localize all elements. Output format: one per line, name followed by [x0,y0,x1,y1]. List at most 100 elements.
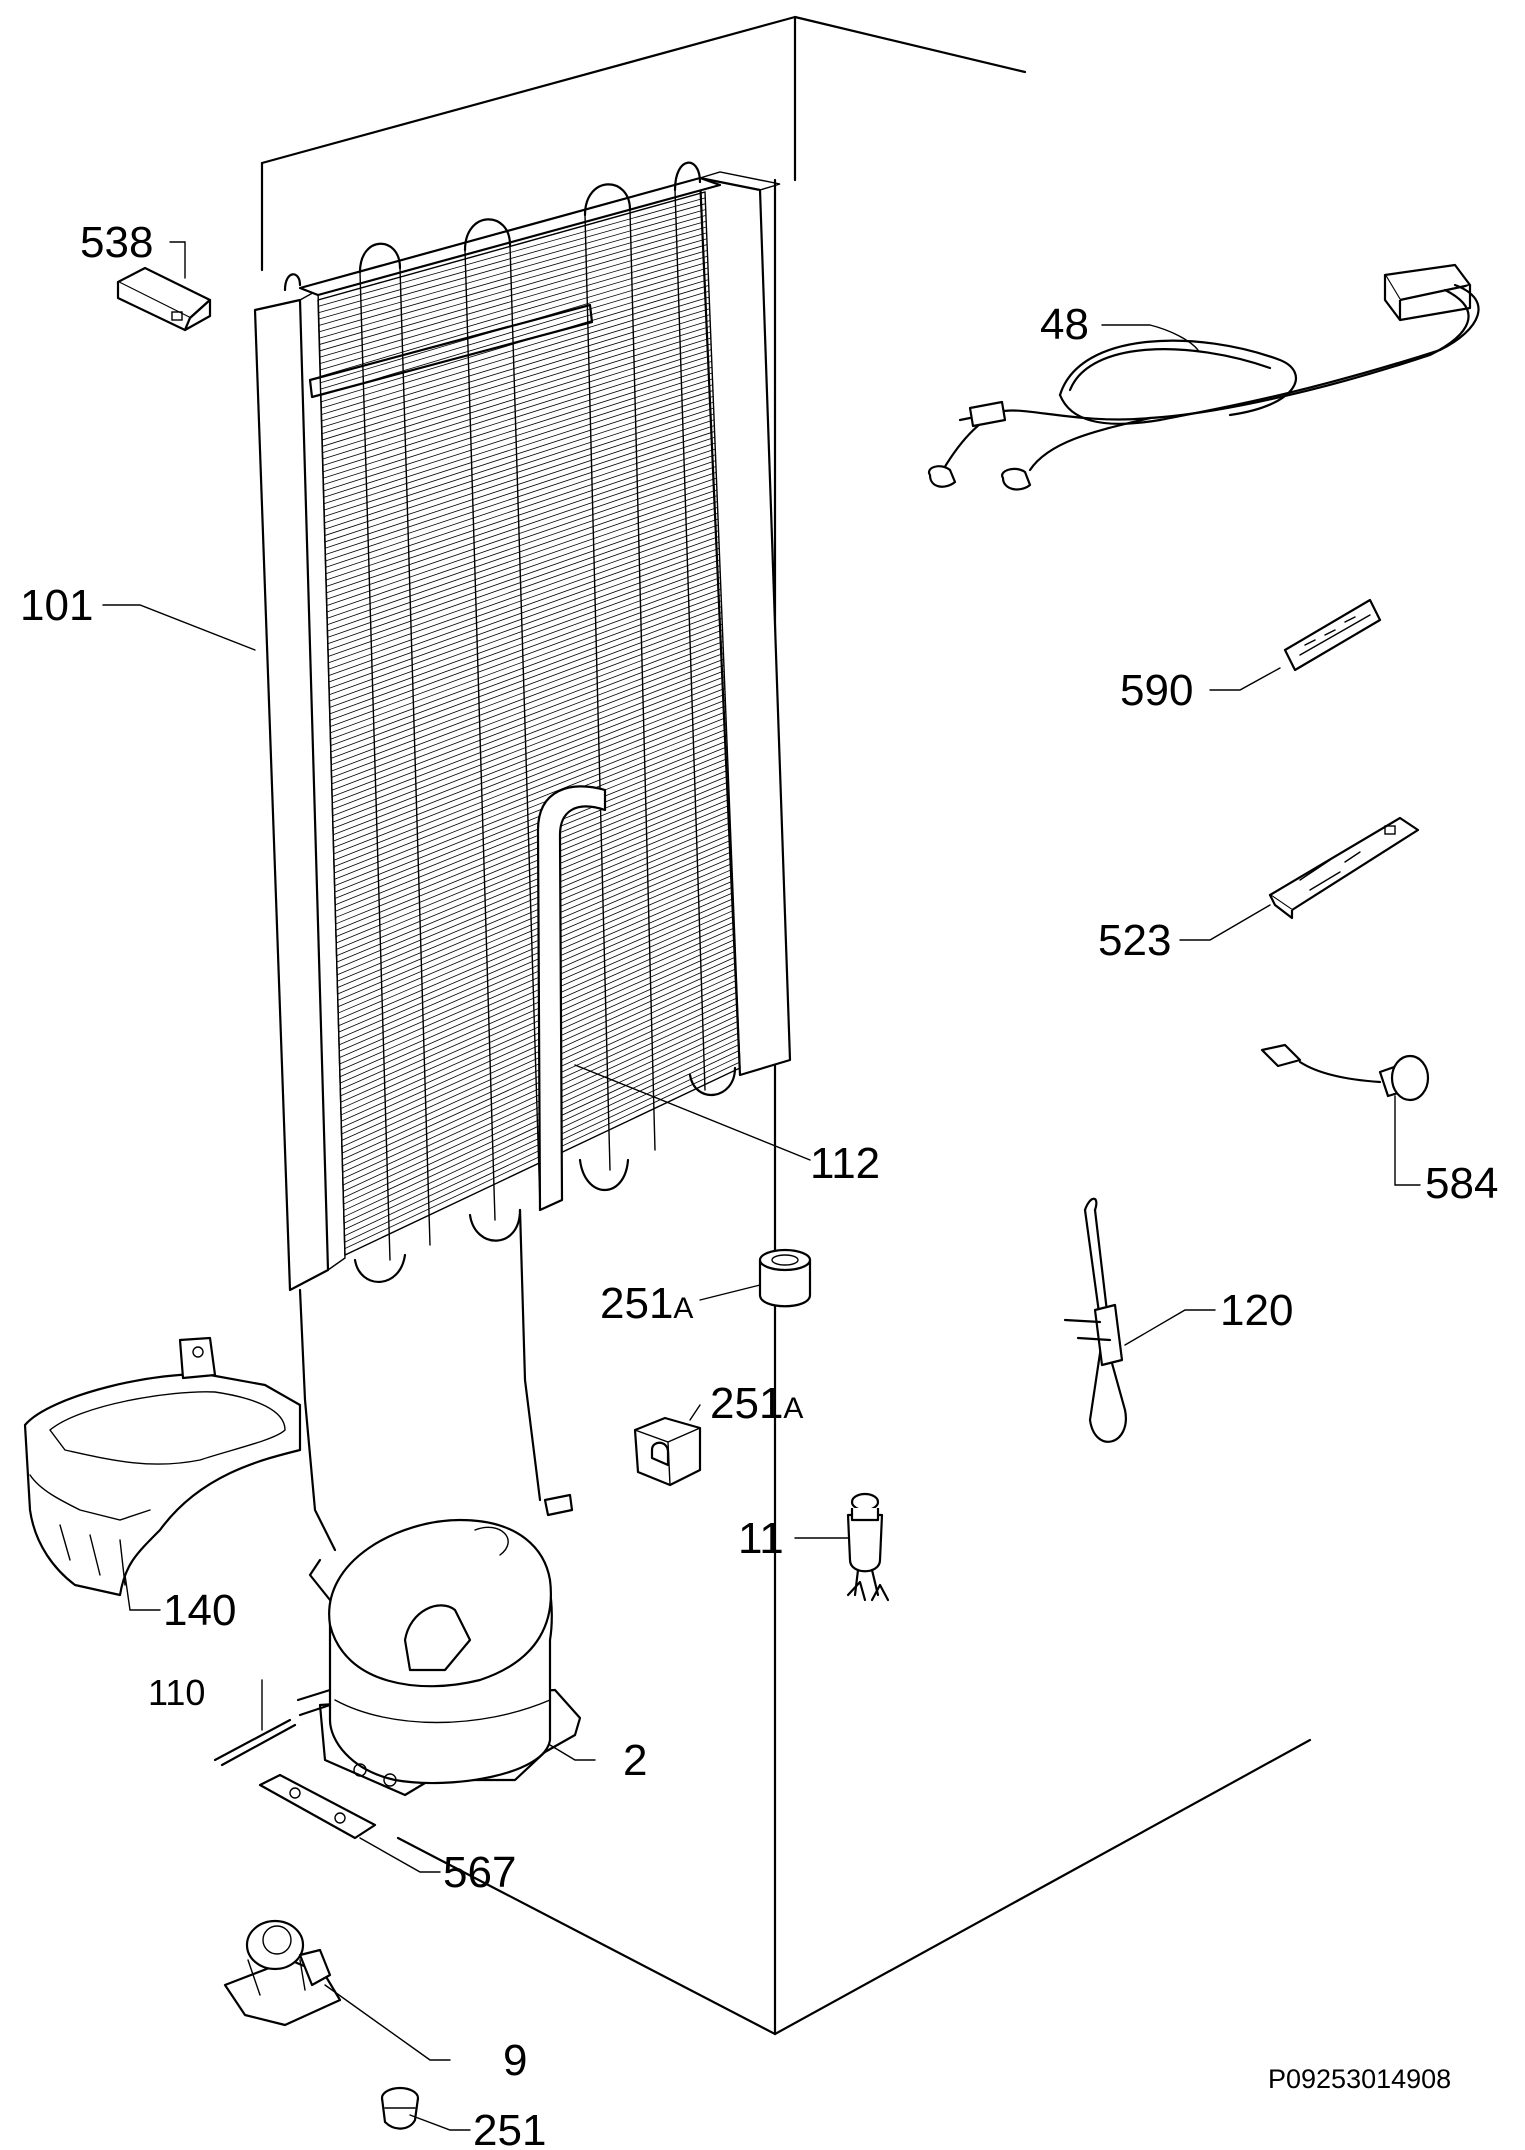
condenser-fin-line [329,582,721,727]
condenser-fin-line [332,658,724,810]
condenser-fin-line [318,226,707,339]
condenser-fin-line [338,845,732,1014]
tube-110 [213,1718,297,1767]
condenser-fin-line [338,857,732,1027]
condenser-fin-line [339,909,734,1084]
condenser-fin-line [331,647,724,797]
condenser-fin-line [324,407,714,536]
condenser-fin-line [327,512,718,651]
condenser-fin-line [332,652,724,804]
condenser-fin-line [339,892,734,1065]
condenser-fin-line [321,308,710,428]
condenser-fin-line [317,191,706,301]
condenser-fin-line [338,851,732,1020]
condenser-fin-line [324,419,715,549]
condenser-fin-line [336,787,729,950]
condenser-fin-line [336,804,730,969]
condenser-fin-line [335,752,728,912]
condenser-fin-line [320,285,709,403]
condenser-fin-line [322,343,712,466]
condenser-fin-line [320,279,709,396]
condenser-fin-line [330,612,722,759]
condenser-fin-line [322,337,711,460]
condenser-fin-line [333,705,726,861]
condenser-fin-line [333,711,726,868]
condenser-fin-line [332,670,725,823]
drawing-code: P09253014908 [1268,2064,1451,2094]
condenser-fin-line [322,331,711,454]
condenser-fin-line [333,688,725,842]
condenser-fin-line [339,904,734,1078]
grommet-251a-square [633,1416,702,1487]
condenser-fin-line [330,588,722,734]
condenser-fin-line [337,822,731,988]
condenser-fin-line [319,244,708,358]
condenser-fin-line [318,197,706,307]
label-567: 567 [443,1848,516,1897]
condenser-fin-line [327,518,719,657]
condenser-fin-line [335,763,729,925]
condenser-fin-line [319,238,707,352]
condenser-fin-line [331,641,724,791]
condenser-fin-line [323,384,713,511]
bracket-567 [258,1773,377,1840]
condenser-fin-line [339,880,733,1052]
drip-tray-140 [23,1336,302,1597]
label-590: 590 [1120,666,1193,715]
condenser-fin-line [323,378,713,505]
condenser-fin-line [326,460,716,594]
condenser-fin-line [334,740,728,899]
condenser-fin-line [335,769,729,931]
sensor-584 [1260,1043,1430,1102]
condenser-fin-line [323,360,712,486]
condenser-fin-line [322,325,711,447]
condenser-fin-line [327,506,718,645]
condenser-fin-line [334,734,727,893]
condenser-fin-line [325,448,716,581]
grommet-251 [380,2086,420,2130]
condenser-fin-line [332,664,725,817]
condenser-fin-line [337,839,732,1008]
condenser-fin-line [318,209,706,320]
condenser-fin-line [327,495,718,632]
condenser-fin-line [329,565,721,708]
board-523 [1268,816,1420,920]
condenser-fin-line [324,396,714,524]
condenser-fin-line [336,793,730,957]
leader-lines [102,241,1421,2131]
condenser-fin-line [334,728,727,887]
label-110: 110 [148,1672,205,1713]
grommet-251a-round [758,1248,812,1308]
condenser-fin-line [321,314,711,435]
condenser-fin-line [325,431,715,562]
condenser-fin-line [338,863,732,1033]
condenser-fin-line [336,810,730,976]
condenser-fin-line [334,746,728,906]
label-112: 112 [810,1139,880,1188]
condenser-fin-line [336,781,729,944]
condenser-fin-line [327,501,718,638]
condenser-fin-line [329,553,720,696]
label-101: 101 [20,581,93,630]
heater-120 [1063,1197,1127,1443]
condenser-fin-line [321,320,711,441]
condenser-fin-line [340,927,735,1103]
condenser-fin-line [338,874,733,1046]
label-251: 251 [473,2106,546,2150]
condenser-fin-line [333,699,726,855]
label-523: 523 [1098,916,1171,965]
label-48: 48 [1040,300,1089,349]
condenser-fin-line [334,723,727,880]
condenser-fin-line [320,273,709,390]
label-2: 2 [623,1736,647,1785]
condenser-fin-line [325,425,715,556]
condenser-fin-line [340,933,735,1109]
condenser-fin-line [329,571,721,715]
label-251a-upper: 251A [600,1279,693,1328]
condenser-fin-line [326,466,717,600]
condenser-fin-line [328,547,720,689]
condenser-fin-line [324,413,714,543]
condenser-fin-line [332,682,725,836]
condenser-fin-line [329,577,721,721]
condenser-fin-line [326,477,717,613]
